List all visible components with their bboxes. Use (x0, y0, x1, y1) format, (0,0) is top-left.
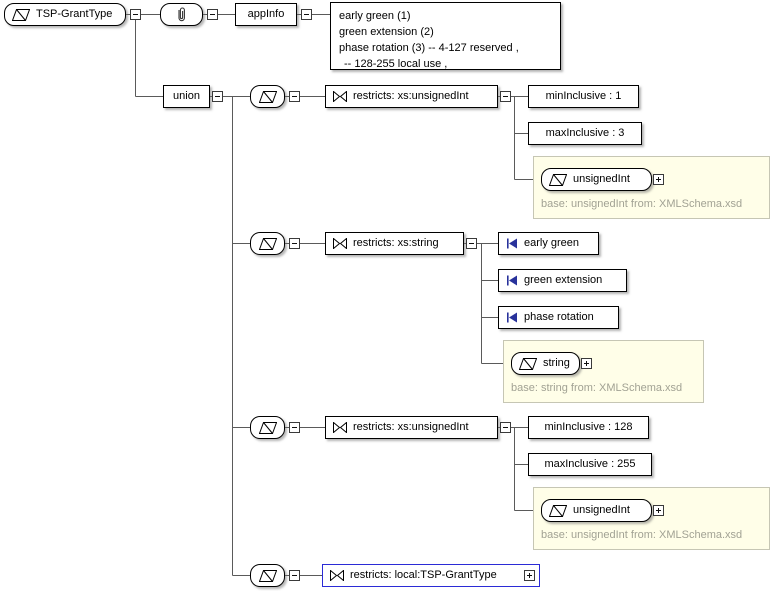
branch-1-restriction-box[interactable]: restricts: xs:unsignedInt (325, 85, 498, 108)
collapse-button[interactable] (212, 91, 223, 102)
collapse-button[interactable] (301, 9, 312, 20)
simpletype-icon (258, 90, 277, 103)
branch-3-restriction-box[interactable]: restricts: xs:unsignedInt (325, 416, 498, 439)
collapse-button[interactable] (466, 238, 477, 249)
enum-label: early green (524, 236, 580, 249)
documentation-box[interactable]: early green (1) green extension (2) phas… (330, 2, 561, 70)
base-type-shape[interactable]: unsignedInt (541, 168, 652, 191)
branch-4-restriction-box[interactable]: restricts: local:TSP-GrantType (322, 564, 540, 587)
restriction-label: restricts: local:TSP-GrantType (350, 568, 497, 581)
simpletype-icon (519, 357, 537, 370)
simpletype-icon (258, 569, 277, 582)
facet-label: minInclusive : 128 (544, 420, 633, 433)
doc-line: phase rotation (3) -- 4-127 reserved , (339, 42, 519, 54)
expand-button[interactable] (581, 358, 592, 369)
doc-line: early green (1) (339, 10, 411, 22)
collapse-button[interactable] (289, 238, 300, 249)
collapse-button[interactable] (500, 91, 511, 102)
union-box[interactable]: union (163, 85, 210, 108)
doc-line: -- 128-255 local use , (344, 58, 448, 70)
facet-label: maxInclusive : 3 (545, 126, 625, 139)
collapse-button[interactable] (500, 422, 511, 433)
base-caption: base: string from: XMLSchema.xsd (511, 382, 683, 394)
collapse-button[interactable] (130, 9, 141, 20)
restriction-bowtie-icon (333, 422, 347, 433)
base-type-label: unsignedInt (573, 503, 630, 516)
restriction-label: restricts: xs:unsignedInt (353, 89, 469, 102)
branch-3-simpletype-shape[interactable] (250, 416, 285, 439)
facet-label: maxInclusive : 255 (544, 457, 636, 470)
branch-1-simpletype-shape[interactable] (250, 85, 285, 108)
simpletype-icon (12, 8, 30, 21)
facet-box[interactable]: maxInclusive : 255 (528, 453, 652, 476)
expand-button[interactable] (653, 174, 664, 185)
restriction-bowtie-icon (333, 238, 347, 249)
facet-label: minInclusive : 1 (545, 89, 622, 102)
base-type-label: string (543, 356, 570, 369)
base-type-label: unsignedInt (573, 172, 630, 185)
facet-box[interactable]: minInclusive : 128 (528, 416, 649, 439)
collapse-button[interactable] (207, 9, 218, 20)
enum-label: green extension (524, 273, 603, 286)
paperclip-icon (175, 6, 188, 23)
enum-icon (506, 238, 518, 249)
root-simpletype-shape[interactable]: TSP-GrantType (4, 3, 126, 26)
simpletype-icon (549, 173, 567, 186)
simpletype-icon (549, 504, 567, 517)
facet-box[interactable]: minInclusive : 1 (528, 85, 639, 108)
base-type-shape[interactable]: string (511, 352, 580, 375)
collapse-button[interactable] (289, 570, 300, 581)
restriction-label: restricts: xs:string (353, 236, 439, 249)
collapse-button[interactable] (289, 422, 300, 433)
restriction-bowtie-icon (333, 91, 347, 102)
branch-4-simpletype-shape[interactable] (250, 564, 285, 587)
enum-icon (506, 275, 518, 286)
restriction-bowtie-icon (330, 570, 344, 581)
collapse-button[interactable] (289, 91, 300, 102)
branch-2-simpletype-shape[interactable] (250, 232, 285, 255)
expand-button[interactable] (524, 570, 535, 581)
base-caption: base: unsignedInt from: XMLSchema.xsd (541, 198, 743, 210)
simpletype-icon (258, 237, 277, 250)
root-type-label: TSP-GrantType (36, 7, 113, 20)
enum-item[interactable]: early green (498, 232, 599, 255)
simpletype-icon (258, 421, 277, 434)
enum-item[interactable]: phase rotation (498, 306, 619, 329)
enum-icon (506, 312, 518, 323)
appinfo-label: appInfo (247, 7, 285, 20)
doc-line: green extension (2) (339, 26, 434, 38)
annotation-shape[interactable] (160, 3, 203, 26)
restriction-label: restricts: xs:unsignedInt (353, 420, 469, 433)
appinfo-box[interactable]: appInfo (235, 3, 297, 26)
expand-button[interactable] (653, 505, 664, 516)
enum-item[interactable]: green extension (498, 269, 627, 292)
base-type-shape[interactable]: unsignedInt (541, 499, 652, 522)
branch-2-restriction-box[interactable]: restricts: xs:string (325, 232, 464, 255)
union-label: union (173, 89, 200, 102)
enum-label: phase rotation (524, 310, 594, 323)
base-caption: base: unsignedInt from: XMLSchema.xsd (541, 529, 743, 541)
facet-box[interactable]: maxInclusive : 3 (528, 122, 642, 145)
